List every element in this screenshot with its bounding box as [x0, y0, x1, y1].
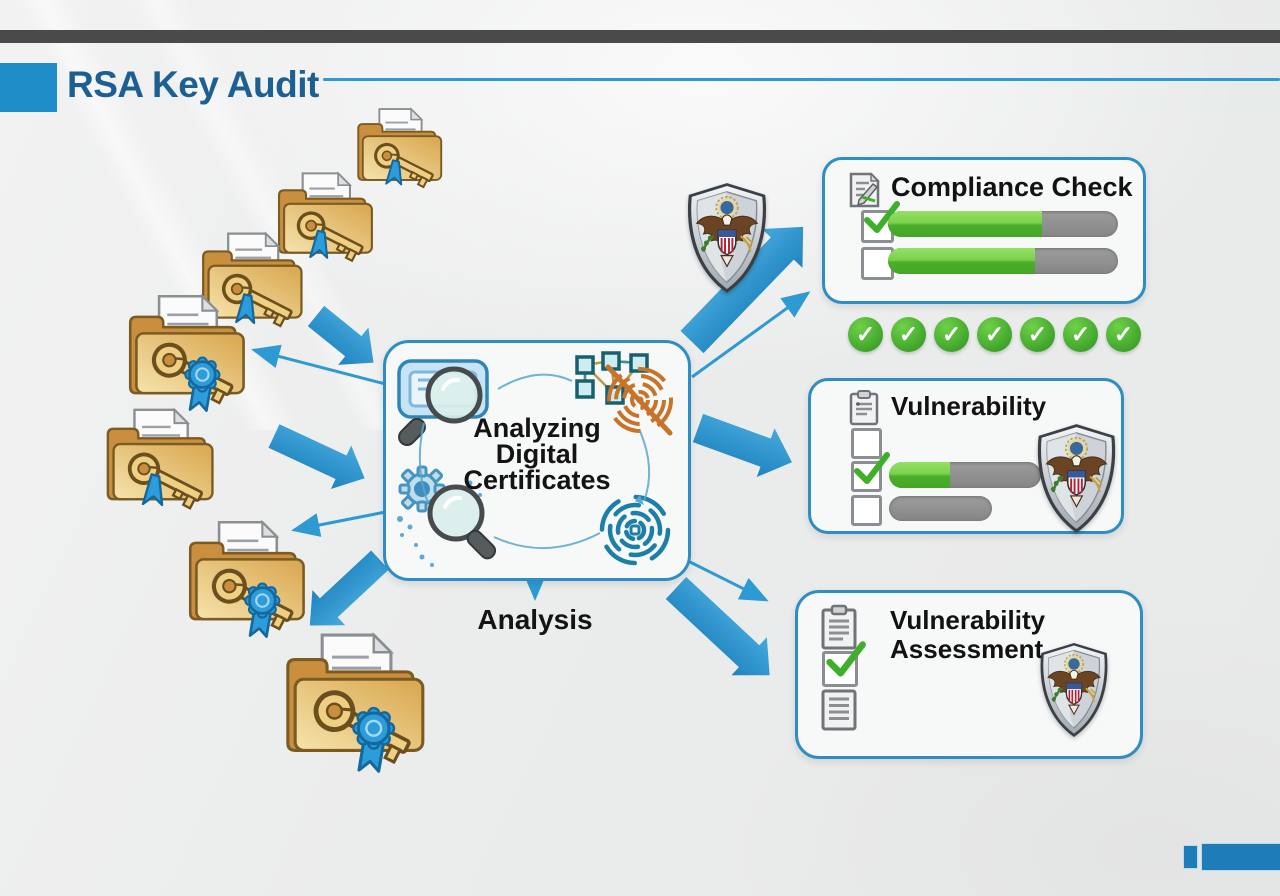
- vulnerability-title: Vulnerability: [891, 391, 1047, 421]
- eagle-shield-icon: [1036, 422, 1117, 535]
- gear-magnifier-icon: [397, 465, 497, 567]
- report-list-icon: [821, 689, 857, 731]
- assessment-checkbox: [822, 641, 866, 687]
- network-nodes-icon: [575, 351, 649, 405]
- compliance-progress-2: [888, 248, 1118, 274]
- assessment-title-line-1: Vulnerability: [890, 605, 1046, 635]
- arrow-folders-to-analysis: [268, 424, 365, 490]
- analysis-label: Analysis: [477, 604, 593, 635]
- top-gray-bar: [0, 30, 1280, 43]
- spiral-scan-icon: [599, 494, 671, 566]
- check-circle-icon: ✓: [1020, 317, 1055, 352]
- eagle-shield-icon: [686, 181, 768, 295]
- arrow-analysis-to-compliance: [680, 226, 804, 354]
- footer-accent-bar: [1201, 843, 1280, 871]
- check-circle-icon: ✓: [848, 317, 883, 352]
- vulnerability-progress-1: [889, 462, 1041, 488]
- footer-accent-square: [1183, 845, 1198, 869]
- arrow-analysis-to-assessment: [665, 577, 770, 676]
- arrow-analysis-to-folders: [309, 550, 389, 626]
- check-circle-icon: ✓: [1106, 317, 1141, 352]
- compliance-progress-1: [888, 211, 1118, 237]
- cycle-arcs: [418, 373, 651, 550]
- certificate-folder: [356, 107, 443, 190]
- page-title: RSA Key Audit: [67, 64, 319, 105]
- vulnerability-progress-2: [889, 496, 992, 521]
- vulnerability-checkbox-3: [851, 495, 882, 526]
- arrow-folders-to-analysis: [307, 305, 374, 365]
- analyzing-line-2: Digital: [495, 439, 579, 469]
- document-check-icon: [849, 172, 880, 208]
- clipboard-icon: [849, 390, 879, 426]
- check-circle-icon: ✓: [1063, 317, 1098, 352]
- title-accent-square: [0, 63, 57, 112]
- check-circle-icon: ✓: [891, 317, 926, 352]
- connector-analysis-to-compliance: [691, 291, 811, 379]
- compliance-check-box: Compliance Check: [822, 157, 1146, 304]
- analyzing-line-3: Certificates: [463, 465, 611, 495]
- eagle-shield-icon: [1039, 641, 1109, 739]
- vulnerability-checkbox-1: [851, 428, 882, 459]
- certificate-folder-badged: [190, 522, 303, 636]
- assessment-title-line-2: Assessment: [890, 634, 1044, 664]
- title-rule-line: [323, 78, 1280, 81]
- connector-analysis-to-assessment: [687, 559, 769, 602]
- analyzing-box: Analyzing Digital Certificates: [383, 340, 691, 581]
- analyzing-title: Analyzing Digital Certificates: [386, 413, 688, 495]
- certificate-folder-badged: [288, 635, 423, 771]
- analyzing-line-1: Analyzing: [473, 413, 601, 443]
- clipboard-icon: [821, 604, 857, 650]
- compliance-title: Compliance Check: [891, 172, 1133, 202]
- check-circle-icon: ✓: [977, 317, 1012, 352]
- compliance-checkmark-row: ✓ ✓✓✓✓✓✓: [848, 317, 1141, 352]
- assessment-title: Vulnerability Assessment: [890, 606, 1110, 664]
- certificate-folder: [105, 407, 215, 512]
- certificate-folder: [277, 171, 374, 264]
- arrow-analysis-to-vulnerability: [692, 413, 792, 478]
- check-circle-icon: ✓: [934, 317, 969, 352]
- vulnerability-checkbox-2: [851, 452, 890, 492]
